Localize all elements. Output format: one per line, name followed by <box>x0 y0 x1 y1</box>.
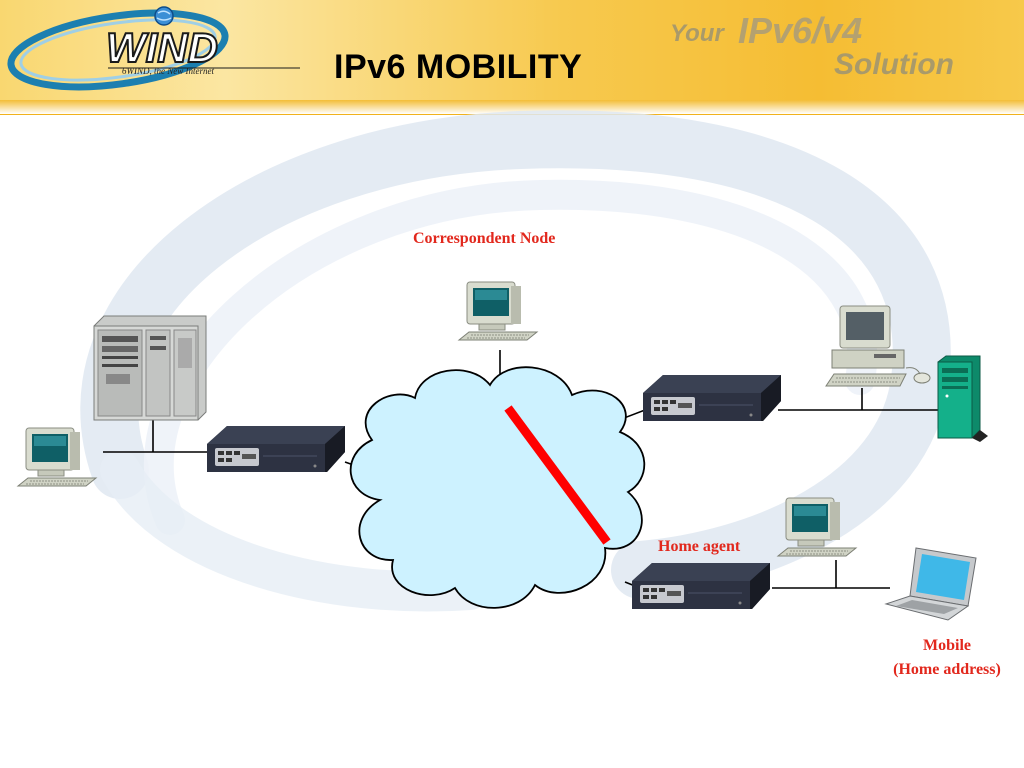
mobile-label: Mobile (Home address) <box>870 634 1024 682</box>
slogan-ipv6: IPv6/v4 <box>738 10 863 51</box>
page-title: IPv6 MOBILITY <box>334 48 583 86</box>
server-icon <box>93 315 207 421</box>
background-swirl <box>80 110 951 599</box>
laptop-icon <box>884 547 977 621</box>
mobile-label-line2: (Home address) <box>893 661 1001 678</box>
router-icon <box>642 374 782 422</box>
broken-link-line <box>504 405 611 545</box>
header-shade <box>0 100 1024 114</box>
home-agent-label: Home agent <box>658 538 741 555</box>
workstation-icon <box>825 305 931 387</box>
cloud-icon <box>349 366 646 609</box>
slogan-your: Your <box>670 20 724 47</box>
router-icon <box>206 425 346 473</box>
wind-logo-icon: WIND <box>7 6 300 91</box>
correspondent-node-label: Correspondent Node <box>413 230 556 247</box>
svg-text:WIND: WIND <box>106 24 218 71</box>
brand-tagline: 6WIND, the New Internet <box>122 66 214 76</box>
mobile-label-line1: Mobile <box>923 637 971 654</box>
slogan-solution: Solution <box>834 48 954 81</box>
tower-server-icon <box>937 355 988 442</box>
router-icon <box>631 562 771 610</box>
workstation-icon <box>458 281 538 341</box>
